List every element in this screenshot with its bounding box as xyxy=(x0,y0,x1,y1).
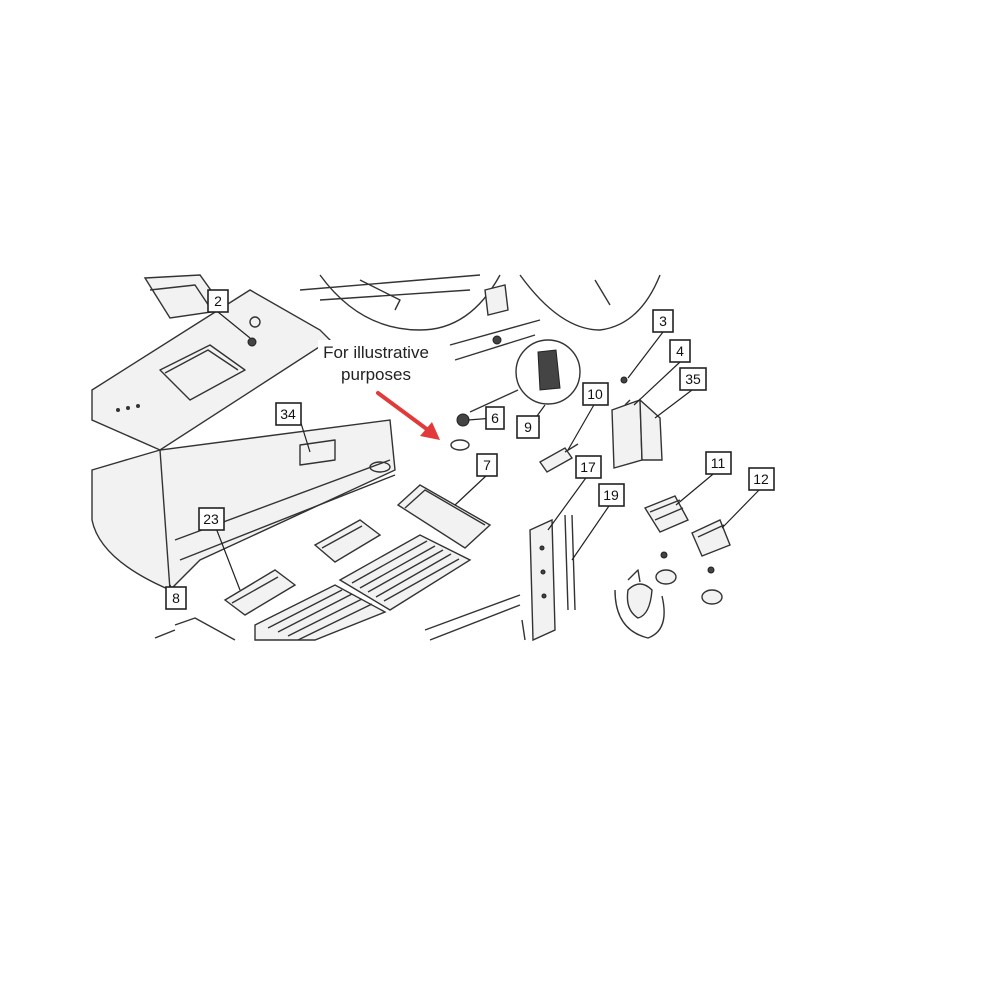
hood-vent-opening xyxy=(159,344,246,401)
channel-upper-icon xyxy=(313,519,382,563)
callout-12: 12 xyxy=(748,467,775,491)
callout-3: 3 xyxy=(652,309,674,333)
grease-filter-front xyxy=(254,584,387,641)
svg-text:17: 17 xyxy=(580,459,596,475)
switch-12-icon xyxy=(691,519,731,557)
svg-text:4: 4 xyxy=(676,343,684,359)
callout-34: 34 xyxy=(275,402,302,426)
svg-text:23: 23 xyxy=(203,511,219,527)
hood-top-panel xyxy=(91,289,332,451)
callout-6: 6 xyxy=(485,406,505,430)
knob-12-icon xyxy=(701,589,723,605)
parts-drawing xyxy=(91,274,731,642)
callout-11: 11 xyxy=(705,451,732,475)
svg-text:3: 3 xyxy=(659,313,667,329)
callout-7: 7 xyxy=(476,453,498,477)
knob-11-icon xyxy=(655,569,677,585)
knob-detail-circle xyxy=(515,339,581,405)
hood-front-panel xyxy=(91,419,396,591)
callout-10: 10 xyxy=(582,382,609,406)
svg-text:34: 34 xyxy=(280,406,296,422)
svg-text:2: 2 xyxy=(214,293,222,309)
callout-4: 4 xyxy=(669,339,691,363)
small-knob-icon xyxy=(456,413,470,427)
bulb-icon xyxy=(538,447,574,473)
svg-text:12: 12 xyxy=(753,471,769,487)
note-line-2: purposes xyxy=(341,365,411,384)
callout-8: 8 xyxy=(165,586,187,610)
rod-icon xyxy=(564,514,569,611)
callouts: 2 3 4 35 6 9 10 7 xyxy=(165,289,775,610)
illustrative-note: For illustrative purposes xyxy=(318,340,440,440)
callout-23: 23 xyxy=(198,507,225,531)
svg-text:10: 10 xyxy=(587,386,603,402)
callout-2: 2 xyxy=(207,289,229,313)
red-arrow-icon xyxy=(376,391,430,432)
callout-19: 19 xyxy=(598,483,625,507)
svg-text:11: 11 xyxy=(711,455,726,471)
callout-17: 17 xyxy=(575,455,602,479)
tray-icon xyxy=(396,484,492,549)
red-arrow-head-icon xyxy=(420,422,440,440)
bracket-bar-icon xyxy=(529,518,556,642)
washer-icon xyxy=(450,439,470,451)
svg-text:8: 8 xyxy=(172,590,180,606)
svg-text:35: 35 xyxy=(685,371,701,387)
callout-35: 35 xyxy=(679,367,707,391)
knob-icon xyxy=(537,349,561,391)
switch-box-icon xyxy=(611,399,643,469)
svg-text:7: 7 xyxy=(483,457,491,473)
svg-text:6: 6 xyxy=(491,410,499,426)
channel-lower-icon xyxy=(223,569,297,616)
svg-text:19: 19 xyxy=(603,487,619,503)
switch-11-icon xyxy=(643,495,689,533)
callout-9: 9 xyxy=(516,415,540,439)
note-line-1: For illustrative xyxy=(323,343,429,362)
svg-text:9: 9 xyxy=(524,419,532,435)
